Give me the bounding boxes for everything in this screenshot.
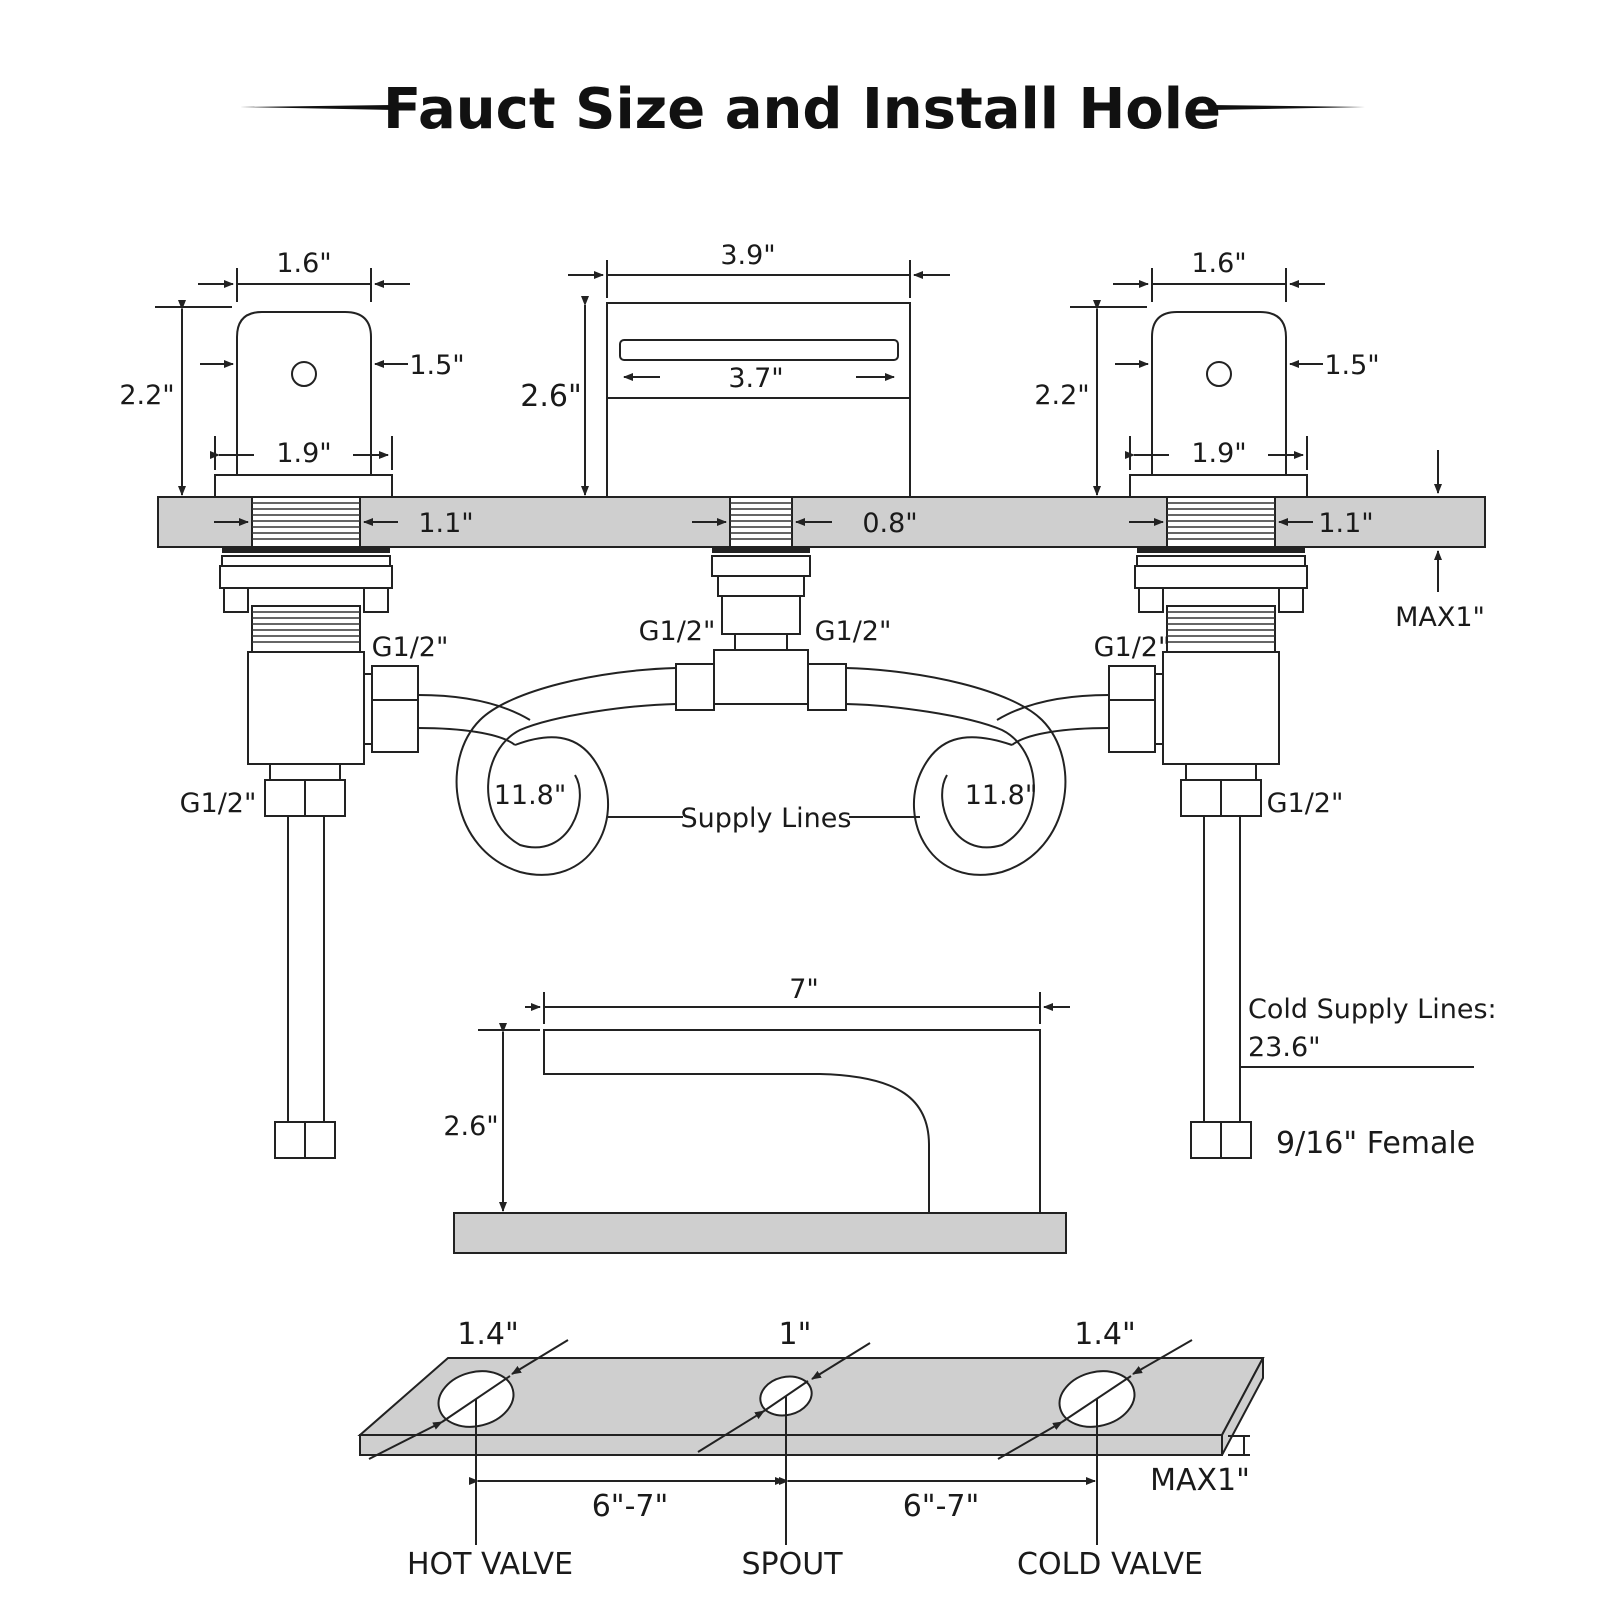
left-handle xyxy=(236,311,372,475)
spout-outlet-width-label: 3.7" xyxy=(728,363,783,394)
tee-left-nut xyxy=(675,663,715,711)
left-handle-width-label: 1.6" xyxy=(276,248,331,279)
left-handle-height-label: 2.2" xyxy=(119,380,174,411)
deck-thickness-label: MAX1" xyxy=(1395,602,1485,633)
spout-side-view: 7" 2.6" xyxy=(443,974,1070,1254)
right-loop-length-label: 11.8" xyxy=(965,780,1038,811)
spout-thread-width-label: 0.8" xyxy=(862,508,917,539)
plate-front-face xyxy=(359,1434,1223,1456)
right-valve-body xyxy=(1162,651,1280,765)
cold-hole-diameter-label: 1.4" xyxy=(1074,1317,1136,1352)
right-handle-base-width-label: 1.9" xyxy=(1191,438,1246,469)
supply-line-loops xyxy=(417,667,1110,876)
install-hole-plate: 1.4" 1" 1.4" 6"-7" 6"-7" MAX1" HOT VALVE… xyxy=(357,1317,1265,1582)
right-handle-height-label: 2.2" xyxy=(1034,380,1089,411)
left-valve-body xyxy=(247,651,365,765)
tee-right-nut xyxy=(807,663,847,711)
right-inlet-connector-label: G1/2" xyxy=(1267,788,1344,819)
right-lower-thread xyxy=(1166,605,1276,653)
right-thread-width-label: 1.1" xyxy=(1318,508,1373,539)
supply-line-labels: 11.8" 11.8" Supply Lines Cold Supply Lin… xyxy=(494,780,1497,1161)
right-supply-hose xyxy=(1203,815,1241,1123)
tee-left-connector-label: G1/2" xyxy=(639,616,716,647)
spout-label: SPOUT xyxy=(741,1547,843,1582)
cold-supply-length-label: 23.6" xyxy=(1248,1032,1321,1063)
right-handle-width-label: 1.6" xyxy=(1191,248,1246,279)
title-rule-left xyxy=(240,105,395,110)
spacing-left-label: 6"-7" xyxy=(592,1489,669,1524)
spout-side-profile xyxy=(543,1029,1041,1214)
hot-hole-diameter-label: 1.4" xyxy=(457,1317,519,1352)
hose-end-fitting-label: 9/16" Female xyxy=(1276,1126,1475,1161)
spout-outlet-slot xyxy=(619,339,899,361)
left-handle-base-width-label: 1.9" xyxy=(276,438,331,469)
spout-width-label: 3.9" xyxy=(720,240,775,271)
left-handle-base xyxy=(214,474,393,498)
center-spout-assembly xyxy=(606,302,911,711)
spout-side-height-label: 2.6" xyxy=(443,1111,498,1142)
right-outlet-nut xyxy=(1108,665,1156,753)
supply-lines-label: Supply Lines xyxy=(681,803,852,834)
right-handle-assembly xyxy=(1108,311,1308,1159)
left-lower-thread xyxy=(251,605,361,653)
left-handle-inner-width-label: 1.5" xyxy=(409,350,464,381)
plate-thickness-label: MAX1" xyxy=(1150,1463,1250,1498)
tee-right-connector-label: G1/2" xyxy=(815,616,892,647)
cold-supply-label: Cold Supply Lines: xyxy=(1248,994,1497,1025)
page-title: Fauct Size and Install Hole xyxy=(383,77,1221,142)
left-inlet-connector-label: G1/2" xyxy=(180,788,257,819)
left-loop-length-label: 11.8" xyxy=(494,780,567,811)
right-handle xyxy=(1151,311,1287,475)
right-outlet-connector-label: G1/2" xyxy=(1094,632,1171,663)
spout-height-label: 2.6" xyxy=(520,379,582,414)
spout-side-deck xyxy=(453,1212,1067,1254)
title-rule-right xyxy=(1210,105,1365,110)
right-handle-inner-width-label: 1.5" xyxy=(1324,350,1379,381)
title-block: Fauct Size and Install Hole xyxy=(240,77,1365,142)
spout-front xyxy=(606,302,911,498)
left-outlet-connector-label: G1/2" xyxy=(372,632,449,663)
left-handle-screw xyxy=(291,361,317,387)
spout-length-label: 7" xyxy=(789,974,819,1005)
plate-side-face xyxy=(1221,1357,1264,1456)
left-thread-width-label: 1.1" xyxy=(418,508,473,539)
hot-valve-label: HOT VALVE xyxy=(407,1547,573,1582)
tee-connector xyxy=(713,649,809,705)
cold-valve-label: COLD VALVE xyxy=(1017,1547,1203,1582)
spout-hole-diameter-label: 1" xyxy=(779,1317,812,1352)
left-outlet-nut xyxy=(371,665,419,753)
left-supply-hose xyxy=(287,815,325,1123)
right-handle-base xyxy=(1129,474,1308,498)
right-handle-screw xyxy=(1206,361,1232,387)
top-dimensions: 1.6" 2.2" 1.5" 1.9" 1.1" 3.9" 2.6" 3.7" xyxy=(119,240,1485,633)
left-handle-assembly xyxy=(214,311,419,1159)
spacing-right-label: 6"-7" xyxy=(903,1489,980,1524)
connector-labels: G1/2" G1/2" G1/2" G1/2" G1/2" G1/2" xyxy=(180,616,1344,819)
